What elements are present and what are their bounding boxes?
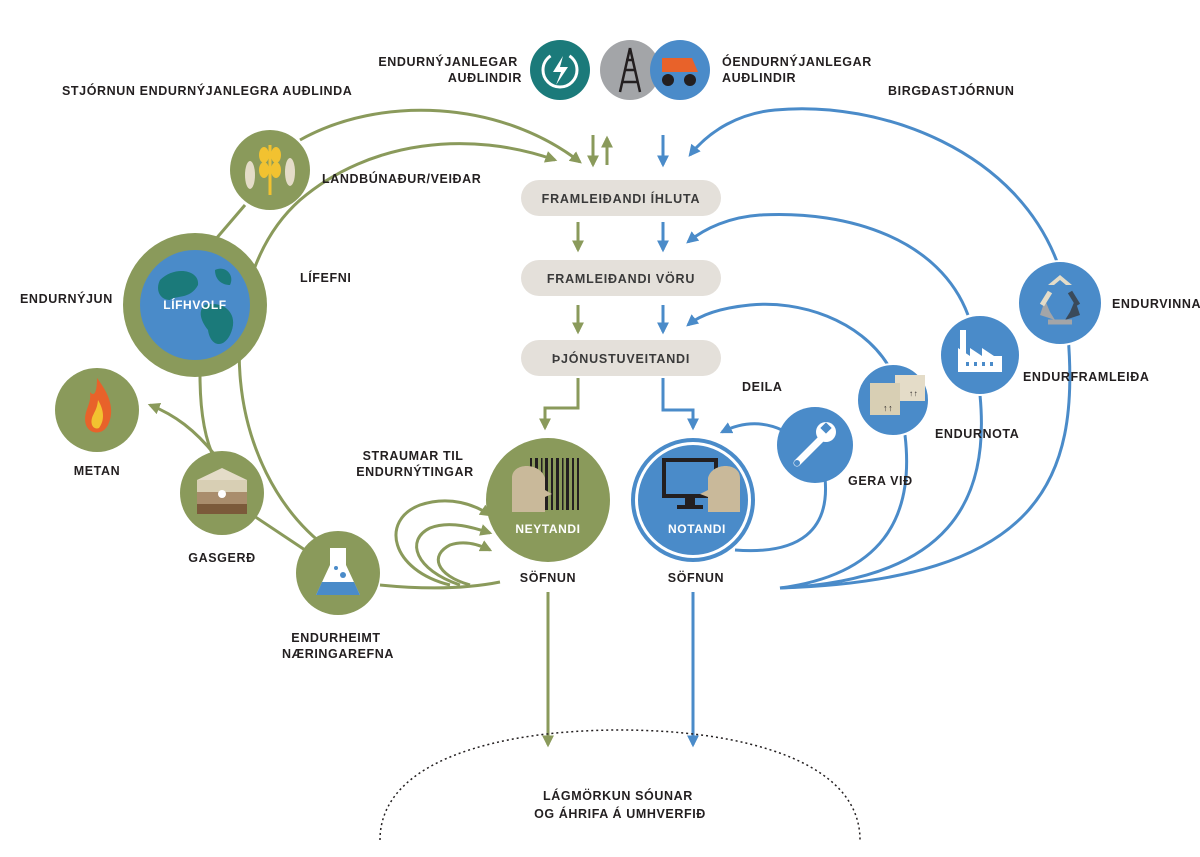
recycle-node [1017, 260, 1103, 346]
digester-icon [197, 468, 247, 514]
recycle-icon [1039, 275, 1081, 325]
renewable-label: ENDURNÝJANLEGAR AUÐLINDIR [378, 54, 522, 85]
factory-icon [958, 330, 1002, 372]
consumer-node: NEYTANDI [486, 438, 610, 562]
agriculture-label: LANDBÚNAÐUR/VEIÐAR [322, 171, 481, 186]
nonrenewable-label: ÓENDURNÝJANLEGAR AUÐLINDIR [722, 54, 876, 85]
reuse-node: ↑↑ ↑↑ [856, 363, 930, 437]
svg-text:↑↑: ↑↑ [883, 403, 893, 413]
person-icon [512, 466, 552, 512]
methane-label: METAN [74, 464, 121, 478]
remanufacture-label: ENDURFRAMLEIÐA [1023, 370, 1149, 384]
consumer-label: NEYTANDI [515, 522, 580, 536]
waste-minimisation-arc [379, 729, 861, 841]
collection-left-label: SÖFNUN [520, 570, 576, 585]
flask-icon [316, 548, 360, 595]
maintain-label: GERA VIÐ [848, 474, 913, 488]
regeneration-label: ENDURNÝJUN [20, 291, 113, 306]
mining-truck-icon [650, 40, 710, 100]
maintain-node [777, 407, 853, 483]
nutrients-label: ENDURHEIMT NÆRINGAREFNA [282, 631, 394, 661]
biosphere-node: LÍFHVOLF [123, 233, 267, 377]
blue-flows [657, 107, 1072, 748]
methane-node [55, 368, 139, 452]
share-label: DEILA [742, 380, 783, 394]
biosphere-label: LÍFHVOLF [163, 297, 226, 312]
pill-components: FRAMLEIÐANDI ÍHLUTA [521, 180, 721, 216]
oil-rig-icon [600, 40, 660, 100]
green-flows [147, 108, 613, 748]
person-icon [700, 466, 740, 512]
reuse-label: ENDURNOTA [935, 427, 1019, 441]
anaerobic-label: GASGERÐ [188, 551, 255, 565]
bottom-label: LÁGMÖRKUN SÓUNAR OG ÁHRIFA Á UMHVERFIÐ [534, 788, 706, 821]
wheat-fish-icon [245, 145, 295, 195]
right-title: BIRGÐASTJÓRNUN [888, 83, 1014, 98]
anaerobic-node [180, 451, 264, 535]
boxes-icon: ↑↑ ↑↑ [870, 375, 925, 415]
pill-components-label: FRAMLEIÐANDI ÍHLUTA [542, 191, 701, 206]
pill-service-label: ÞJÓNUSTUVEITANDI [552, 351, 690, 366]
pill-products: FRAMLEIÐANDI VÖRU [521, 260, 721, 296]
biochem-label: LÍFEFNI [300, 270, 351, 285]
renewable-icon [530, 40, 590, 100]
user-label: NOTANDI [668, 522, 726, 536]
pill-products-label: FRAMLEIÐANDI VÖRU [547, 271, 695, 286]
collection-right-label: SÖFNUN [668, 570, 724, 585]
left-title: STJÓRNUN ENDURNÝJANLEGRA AUÐLINDA [62, 83, 352, 98]
flame-icon [85, 378, 112, 433]
remanufacture-node [939, 314, 1021, 396]
agriculture-node [230, 130, 310, 210]
user-node: NOTANDI [631, 438, 755, 562]
wrench-icon [793, 422, 836, 467]
recycle-label: ENDURVINNA [1112, 297, 1200, 311]
svg-text:↑↑: ↑↑ [909, 389, 918, 398]
nutrients-node [296, 531, 380, 615]
globe-icon [158, 268, 234, 345]
cascades-label: STRAUMAR TIL ENDURNÝTINGAR [356, 449, 474, 479]
pill-service: ÞJÓNUSTUVEITANDI [521, 340, 721, 376]
